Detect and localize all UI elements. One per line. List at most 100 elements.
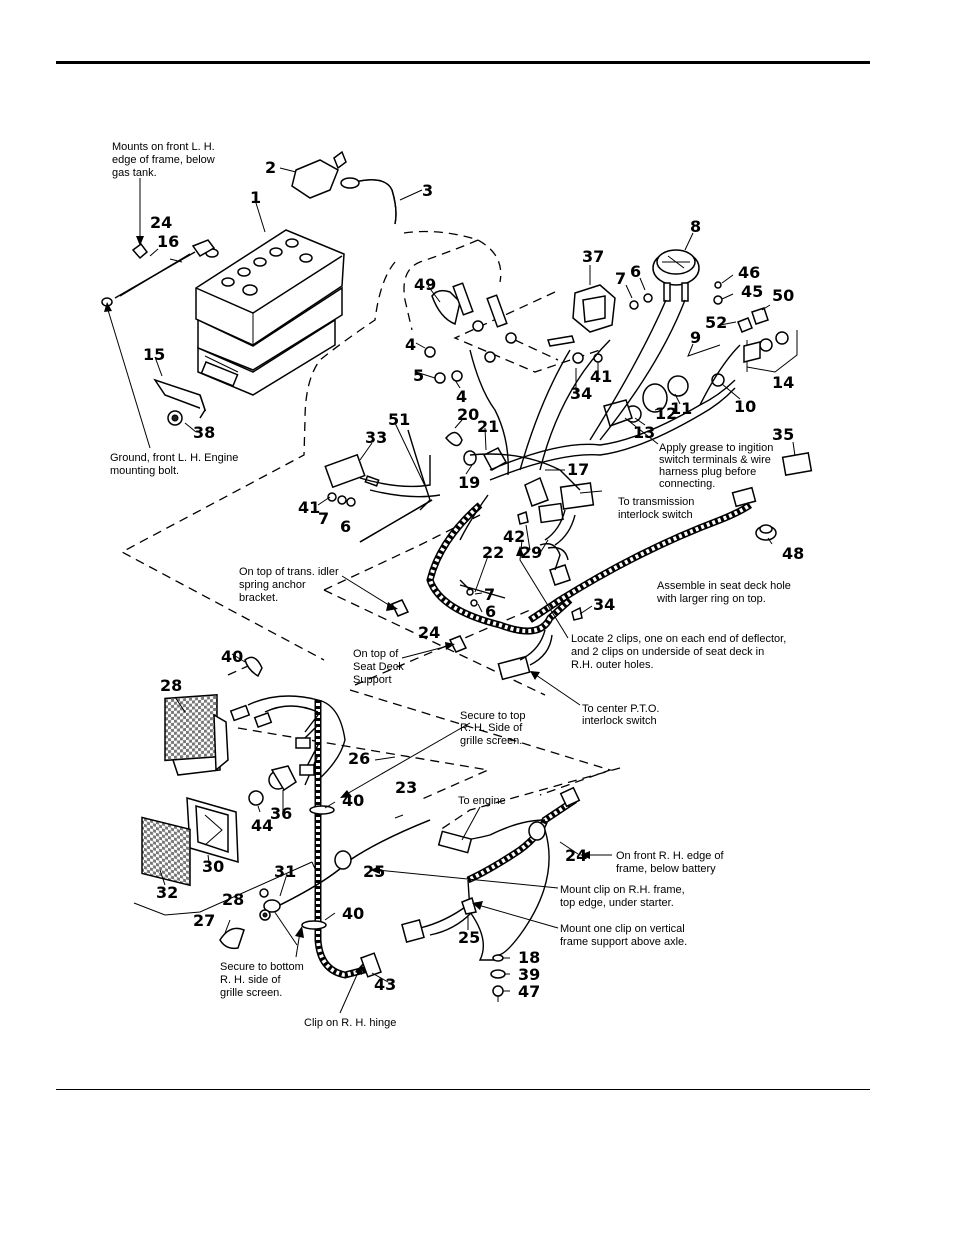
note-to-center-pto: To center P.T.O. interlock switch [582,703,659,727]
callout-34: 34 [593,595,615,614]
callout-38: 38 [193,423,215,442]
callout-25: 25 [458,928,480,947]
callout-12: 12 [655,404,677,423]
svg-text:Assemble in seat deck hole: Assemble in seat deck hole [657,580,791,592]
note-on-top-trans-idler: On top of trans. idler spring anchor bra… [239,566,339,604]
positive-cable [340,177,397,225]
callout-26: 26 [348,749,370,768]
note-mount-one-clip: Mount one clip on vertical frame support… [560,923,687,948]
callout-16: 16 [157,232,179,251]
callout-29: 29 [520,543,542,562]
callout-51: 51 [388,410,410,429]
callout-47: 47 [518,982,540,1001]
hardware [131,242,813,681]
callout-40: 40 [342,904,364,923]
callout-19: 19 [458,473,480,492]
headlight-32 [141,816,191,887]
svg-text:spring anchor: spring anchor [239,579,306,591]
battery-hold-down [153,378,207,426]
callout-46: 46 [738,263,760,282]
svg-text:R. H. Side of: R. H. Side of [460,722,523,734]
callout-7: 7 [484,585,495,604]
svg-text:harness plug before: harness plug before [659,466,756,478]
callout-24: 24 [150,213,172,232]
callout-15: 15 [143,345,165,364]
svg-text:connecting.: connecting. [659,478,715,490]
callout-49: 49 [414,275,436,294]
note-mount-clip-rh: Mount clip on R.H. frame, top edge, unde… [560,884,685,909]
note-assemble-seat-deck: Assemble in seat deck hole with larger r… [656,580,791,605]
callout-40: 40 [221,647,243,666]
callout-5: 5 [413,366,424,385]
svg-text:R. H. side of: R. H. side of [220,974,281,986]
svg-text:On front R. H. edge of: On front R. H. edge of [616,850,725,862]
svg-text:grille screen.: grille screen. [220,987,282,999]
svg-text:To engine: To engine [458,795,506,807]
headlight-28 [164,694,229,776]
svg-text:Apply grease to ingition: Apply grease to ingition [659,442,773,454]
svg-text:mounting bolt.: mounting bolt. [110,465,179,477]
note-on-top-seat-deck: On top of Seat Deck Support [353,648,404,686]
callout-3: 3 [422,181,433,200]
svg-text:Clip on R. H. hinge: Clip on R. H. hinge [304,1017,396,1029]
callout-41: 41 [298,498,320,517]
callout-numbers: 1 2 3 4 4 5 6 6 6 7 7 7 8 9 10 11 12 13 … [143,158,804,1001]
callout-33: 33 [365,428,387,447]
svg-text:Support: Support [353,674,392,686]
svg-text:Secure to top: Secure to top [460,710,525,722]
callout-2: 2 [265,158,276,177]
callout-42: 42 [503,527,525,546]
leader-lines [104,167,796,1014]
callout-39: 39 [518,965,540,984]
callout-41: 41 [590,367,612,386]
callout-27: 27 [193,911,215,930]
note-locate-2-clips: Locate 2 clips, one on each end of defle… [571,633,786,671]
svg-text:To transmission: To transmission [618,496,694,508]
main-harness [359,299,753,666]
callout-32: 32 [156,883,178,902]
svg-text:Seat Deck: Seat Deck [353,661,404,673]
callout-1: 1 [250,188,261,207]
callout-45: 45 [741,282,763,301]
svg-text:frame support above axle.: frame support above axle. [560,936,687,948]
svg-text:R.H. outer holes.: R.H. outer holes. [571,659,654,671]
svg-text:and 2 clips on underside of se: and 2 clips on underside of seat deck in [571,646,764,658]
note-to-transmission: To transmission interlock switch [618,496,694,521]
callout-4: 4 [405,335,416,354]
svg-text:bracket.: bracket. [239,592,278,604]
svg-text:edge of frame, below: edge of frame, below [112,154,215,166]
svg-text:top edge, under starter.: top edge, under starter. [560,897,674,909]
note-on-front-rh: On front R. H. edge of frame, below batt… [616,850,725,875]
callout-4: 4 [456,387,467,406]
svg-text:On top of: On top of [353,648,399,660]
callout-22: 22 [482,543,504,562]
callout-13: 13 [633,423,655,442]
svg-text:To center P.T.O.: To center P.T.O. [582,703,659,715]
note-mounts-front-lh: Mounts on front L. H. edge of frame, bel… [112,141,215,179]
callout-7: 7 [615,269,626,288]
callout-7: 7 [318,509,329,528]
callout-23: 23 [395,778,417,797]
battery-cover [291,150,347,199]
note-ground-front-lh: Ground, front L. H. Engine mounting bolt… [110,452,238,477]
svg-text:Mount one clip on vertical: Mount one clip on vertical [560,923,685,935]
callout-40: 40 [342,791,364,810]
svg-text:Ground, front L. H. Engine: Ground, front L. H. Engine [110,452,238,464]
callout-24: 24 [418,623,440,642]
pto-leads [359,429,433,543]
svg-text:Mounts on front L. H.: Mounts on front L. H. [112,141,215,153]
callout-17: 17 [567,460,589,479]
callout-34: 34 [570,384,592,403]
callout-44: 44 [251,816,273,835]
note-secure-bottom-rh: Secure to bottom R. H. side of grille sc… [220,961,304,999]
callout-52: 52 [705,313,727,332]
callout-6: 6 [485,602,496,621]
callout-11: 11 [670,399,692,418]
callout-6: 6 [630,262,641,281]
callout-35: 35 [772,425,794,444]
note-apply-grease: Apply grease to ingition switch terminal… [659,442,773,490]
svg-text:gas tank.: gas tank. [112,167,157,179]
bottom-rule [56,1089,870,1090]
callout-43: 43 [374,975,396,994]
